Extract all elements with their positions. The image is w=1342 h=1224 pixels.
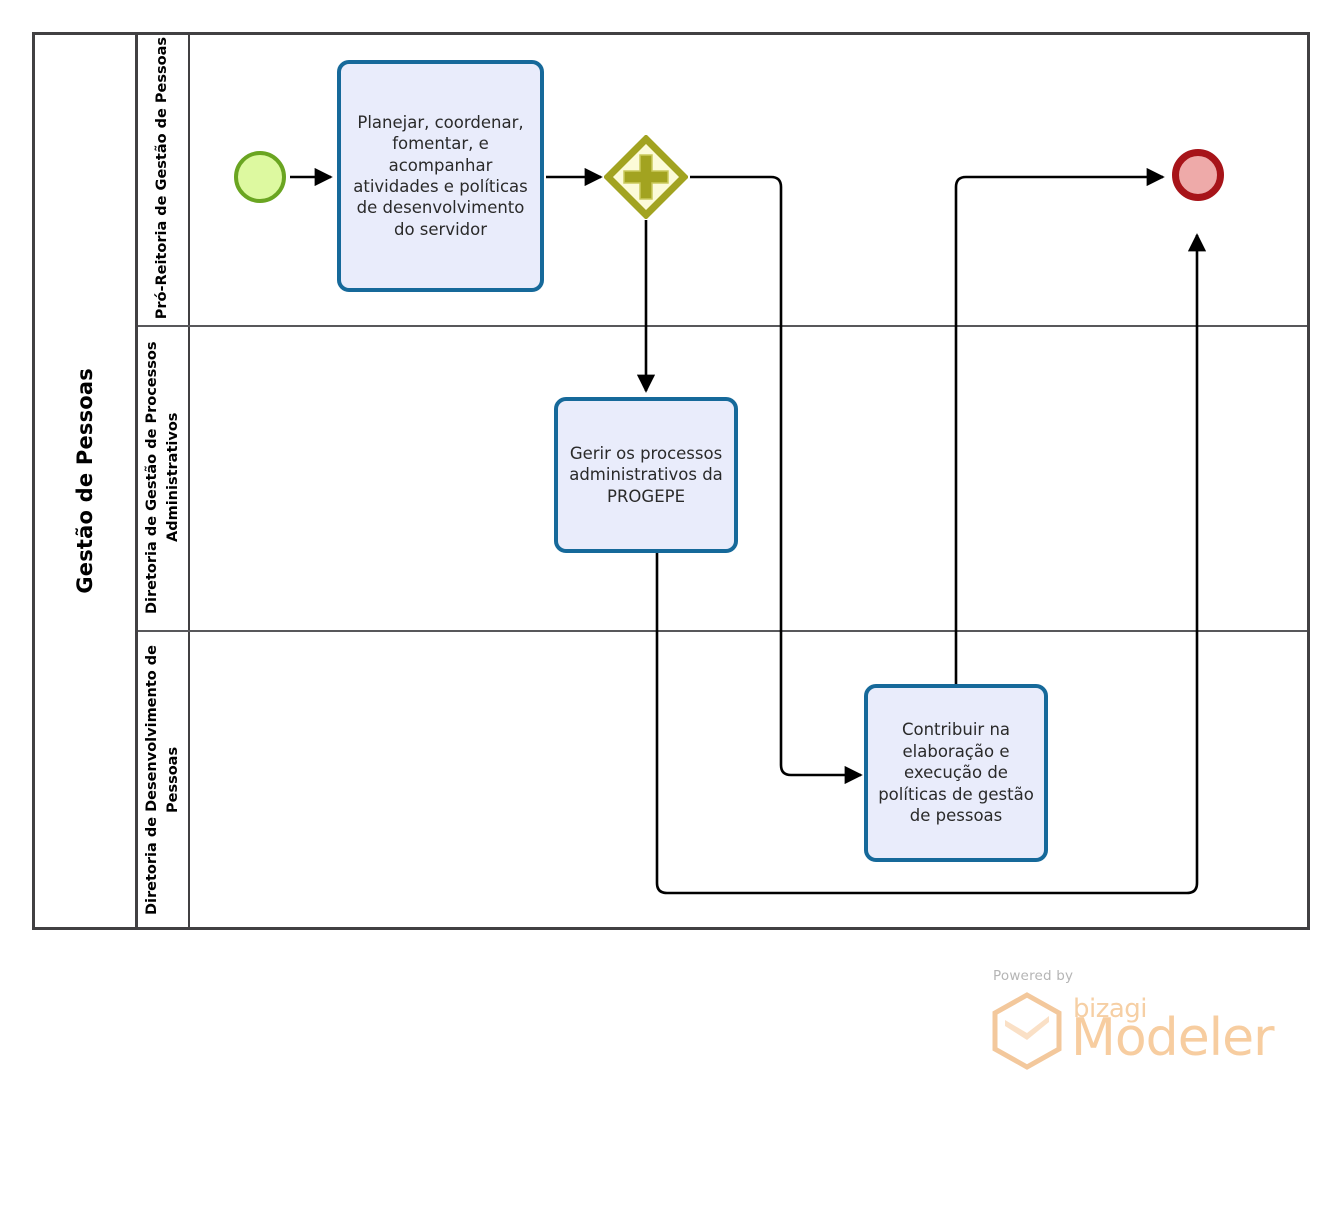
pool-title-label: Gestão de Pessoas [73,368,97,594]
lane-header-pro-reitoria-de-gestao-de-pessoas: Pró-Reitoria de Gestão de Pessoas [138,32,190,325]
pool-header [32,32,138,930]
task-planejar-coordenar-fomentar[interactable]: Planejar, coordenar, fomentar, e acompan… [337,60,544,292]
task-planejar-label: Planejar, coordenar, fomentar, e acompan… [353,112,528,239]
task-contribuir-elaboracao-politicas[interactable]: Contribuir na elaboração e execução de p… [864,684,1048,862]
start-event[interactable] [234,151,286,203]
lane-label-2: Diretoria de Gestão de Processos Adminis… [143,341,181,614]
gateway-plus-icon [623,154,669,200]
watermark-powered-by-label: Powered by [993,968,1074,984]
watermark-product-label: Modeler [1071,1008,1274,1068]
task-gerir-processos-administrativos[interactable]: Gerir os processos administrativos da PR… [554,397,738,553]
end-event[interactable] [1172,149,1224,201]
task-contribuir-label: Contribuir na elaboração e execução de p… [878,720,1034,826]
lane-divider-1 [138,325,1307,327]
lane-label-1: Pró-Reitoria de Gestão de Pessoas [154,37,171,320]
lane-header-diretoria-de-gestao-de-processos-administrativos: Diretoria de Gestão de Processos Adminis… [138,325,190,630]
lane-header-diretoria-de-desenvolvimento-de-pessoas: Diretoria de Desenvolvimento de Pessoas [138,630,190,930]
lane-label-3: Diretoria de Desenvolvimento de Pessoas [143,645,181,915]
watermark-brand-label: bizagi [1073,994,1148,1024]
task-gerir-label: Gerir os processos administrativos da PR… [569,443,723,506]
pool-title: Gestão de Pessoas [32,32,138,930]
parallel-gateway[interactable] [604,135,688,219]
bizagi-hexagon-logo-icon [991,992,1063,1070]
watermark: Powered by bizagi Modeler [975,968,1274,1073]
lane-divider-2 [138,630,1307,632]
pool-gestao-de-pessoas [32,32,1310,930]
